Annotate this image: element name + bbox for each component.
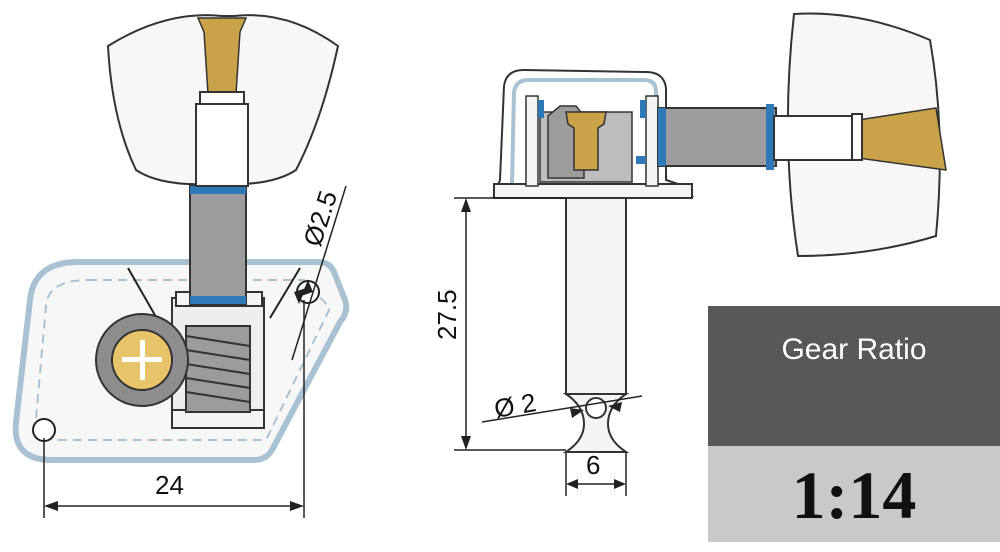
post-length-label: 27.5 — [432, 289, 462, 340]
post-gold-screw — [565, 111, 607, 171]
post-hole-icon — [585, 397, 607, 419]
gear-ratio-heading: Gear Ratio — [781, 333, 927, 366]
gear-ratio-header: Gear Ratio — [708, 306, 1000, 446]
gear-ratio-value-box: 1:14 — [708, 446, 1000, 542]
string-post — [565, 197, 627, 395]
phillips-screw-icon — [122, 340, 162, 380]
gear-ratio-value: 1:14 — [791, 456, 917, 533]
width-label: 24 — [155, 470, 184, 500]
screw-hole-icon — [32, 418, 56, 442]
gear-ratio-panel: Gear Ratio 1:14 — [708, 306, 1000, 542]
side-shaft — [657, 107, 777, 167]
tuner-shaft — [189, 185, 247, 305]
tuner-front-view: Ø2.5 24 — [12, 14, 350, 518]
plate-inner-dashed-outline — [34, 279, 332, 441]
post-hole-diameter-label: Ø 2 — [492, 387, 538, 424]
post-width-label: 6 — [586, 450, 600, 480]
tuner-side-view: 27.5 Ø 2 6 — [432, 12, 947, 496]
